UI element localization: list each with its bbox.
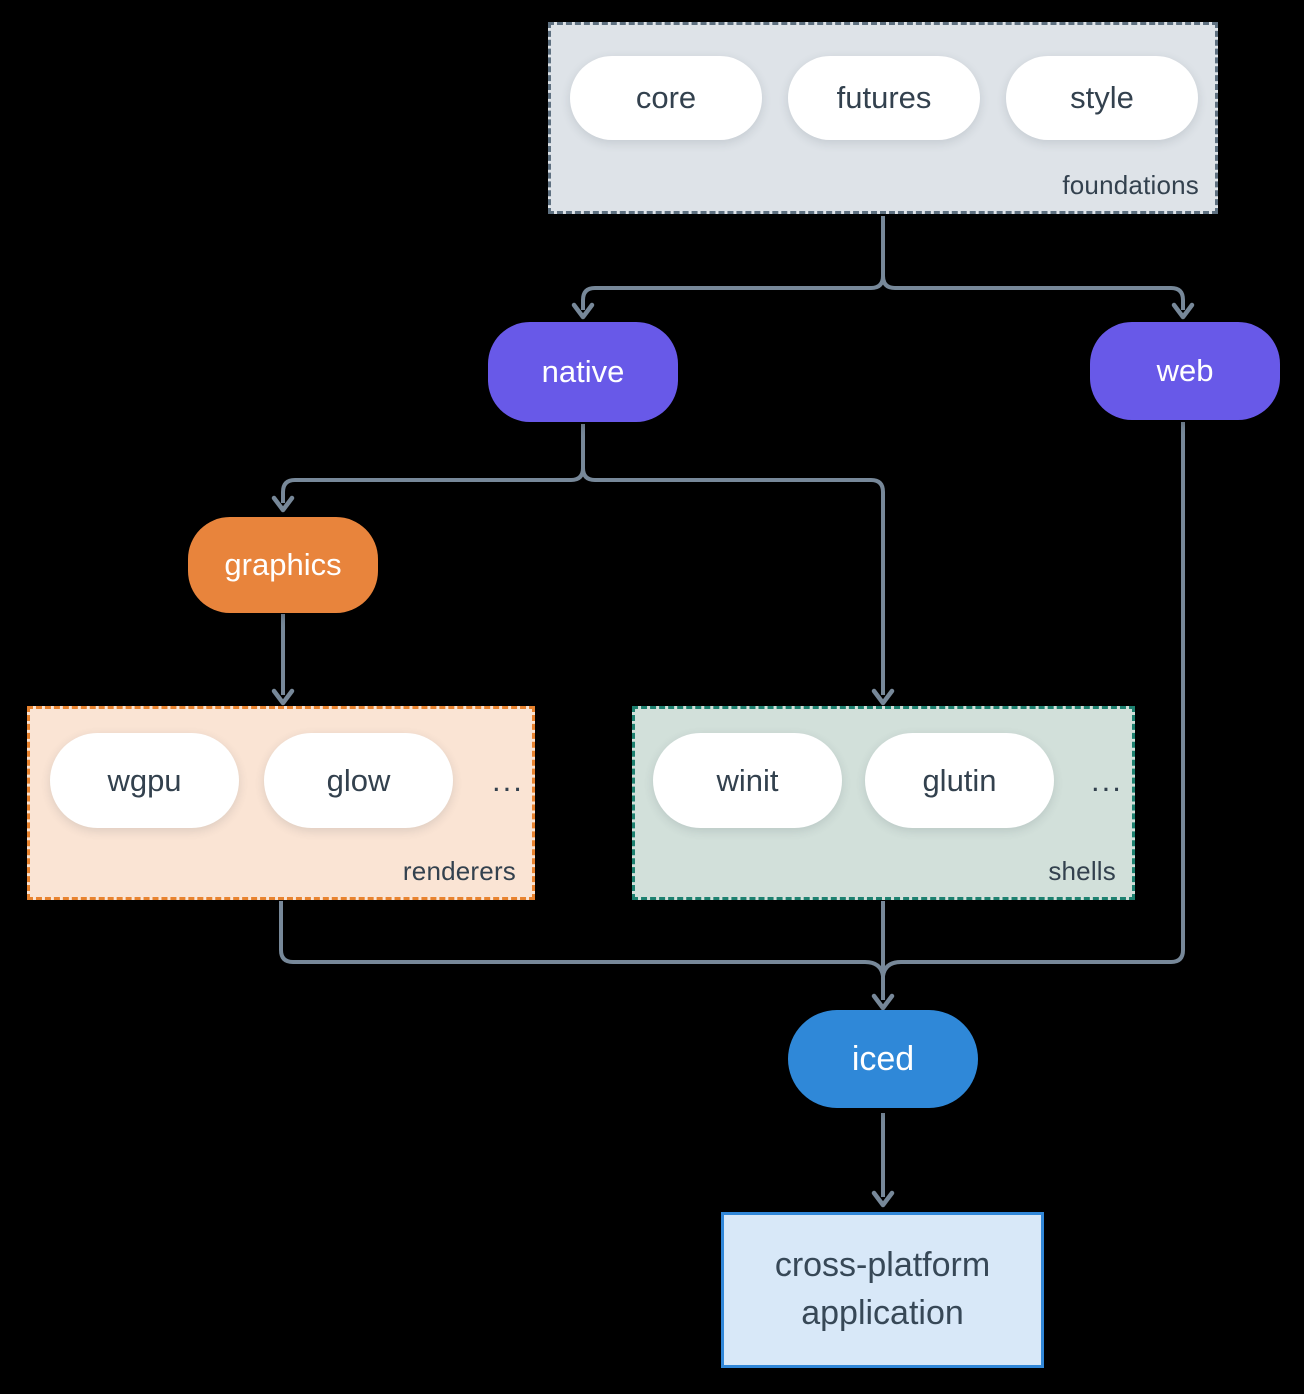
node-winit: winit bbox=[653, 733, 842, 828]
node-graphics: graphics bbox=[188, 517, 378, 613]
arrowhead-native bbox=[571, 302, 595, 320]
connector-native-to-graphics bbox=[281, 424, 585, 503]
shells-pill-row: winit glutin ... bbox=[635, 709, 1132, 828]
connector-foundations-to-native bbox=[581, 216, 885, 310]
arrowhead-graphics bbox=[271, 495, 295, 513]
arrowhead-shells bbox=[871, 688, 895, 706]
connector-native-to-shells bbox=[581, 467, 885, 695]
renderers-ellipsis: ... bbox=[492, 762, 524, 798]
renderers-pill-row: wgpu glow ... bbox=[30, 709, 532, 828]
connector-web-to-iced bbox=[881, 422, 1185, 977]
group-shells: winit glutin ... shells bbox=[632, 706, 1135, 900]
shells-label: shells bbox=[1048, 856, 1116, 886]
connector-foundations-to-web bbox=[881, 275, 1185, 310]
foundations-pill-row: core futures style bbox=[551, 25, 1215, 140]
arrowhead-renderers bbox=[271, 688, 295, 706]
group-renderers: wgpu glow ... renderers bbox=[27, 706, 535, 900]
arrowhead-iced bbox=[871, 993, 895, 1011]
node-glutin: glutin bbox=[865, 733, 1054, 828]
renderers-label: renderers bbox=[402, 856, 516, 886]
arrowhead-application bbox=[871, 1190, 895, 1208]
node-native: native bbox=[488, 322, 678, 422]
node-glow: glow bbox=[264, 733, 453, 828]
node-futures: futures bbox=[788, 56, 980, 140]
node-style: style bbox=[1006, 56, 1198, 140]
arrowhead-web bbox=[1171, 302, 1195, 320]
connector-renderers-to-iced bbox=[279, 901, 885, 977]
node-core: core bbox=[570, 56, 762, 140]
shells-ellipsis: ... bbox=[1091, 762, 1123, 798]
node-wgpu: wgpu bbox=[50, 733, 239, 828]
node-iced: iced bbox=[788, 1010, 978, 1108]
group-foundations: core futures style foundations bbox=[548, 22, 1218, 214]
node-cross-platform-application: cross-platform application bbox=[721, 1212, 1044, 1368]
node-web: web bbox=[1090, 322, 1280, 420]
foundations-label: foundations bbox=[1062, 170, 1199, 200]
